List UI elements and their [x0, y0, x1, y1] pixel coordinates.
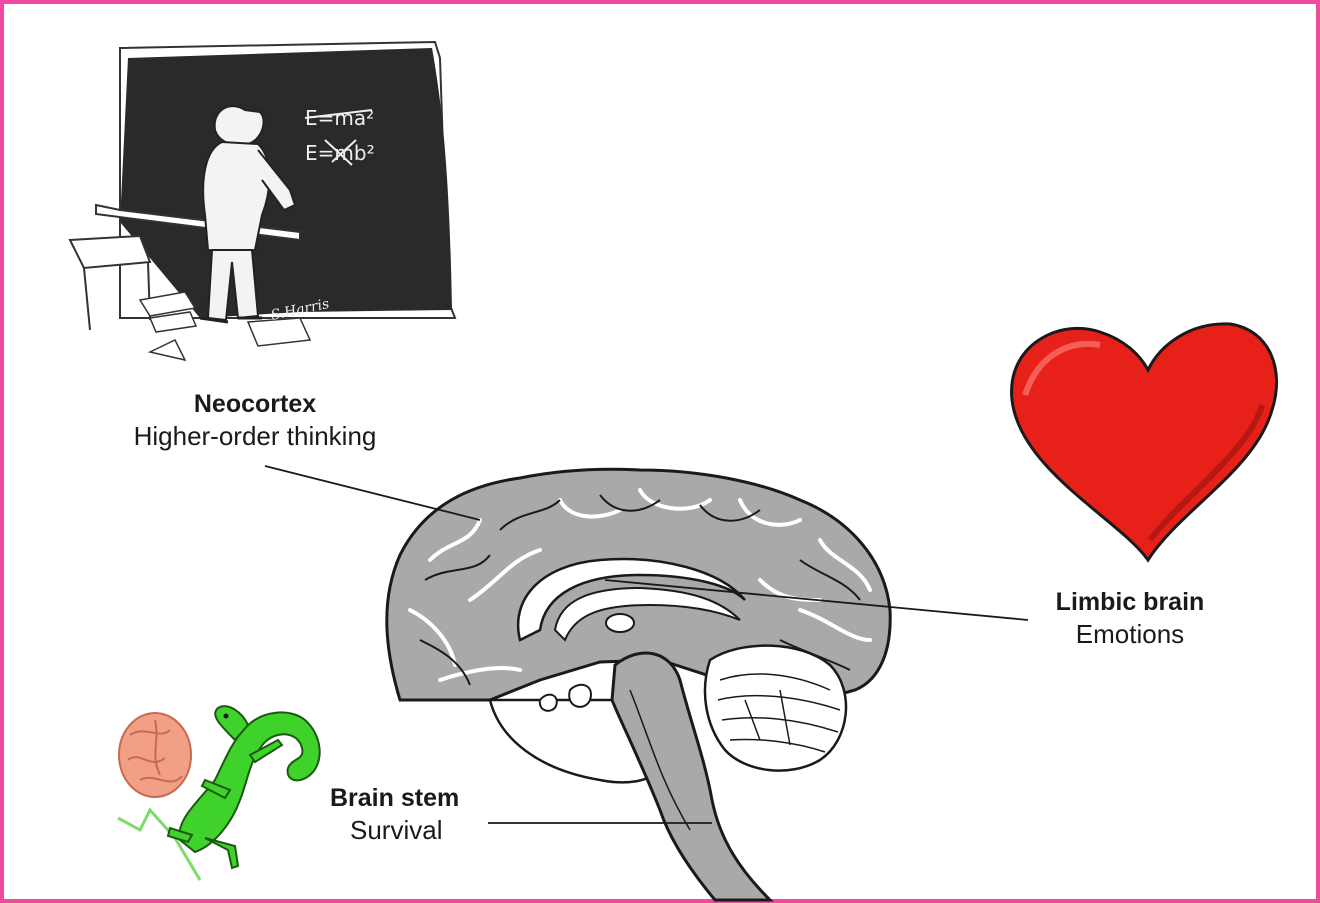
limbic-label: Limbic brain Emotions — [1030, 586, 1230, 650]
brain-stem-title: Brain stem — [330, 782, 500, 814]
chalkboard-surface — [120, 48, 452, 318]
lizard-icon — [168, 706, 320, 868]
neocortex-title: Neocortex — [100, 388, 410, 420]
neocortex-leader-line — [265, 466, 480, 520]
brain-stem-subtitle: Survival — [330, 814, 500, 846]
limbic-subtitle: Emotions — [1030, 618, 1230, 650]
heart-icon — [1012, 324, 1277, 560]
small-brain-icon — [119, 713, 191, 797]
brain-stem-label: Brain stem Survival — [330, 782, 500, 846]
chalk-equation-1: E=ma² — [305, 106, 374, 130]
neocortex-label: Neocortex Higher-order thinking — [100, 388, 410, 452]
limbic-title: Limbic brain — [1030, 586, 1230, 618]
neocortex-subtitle: Higher-order thinking — [100, 420, 410, 452]
chalkboard-cartoon: E=ma² E=mb² S.Harris — [70, 42, 455, 360]
